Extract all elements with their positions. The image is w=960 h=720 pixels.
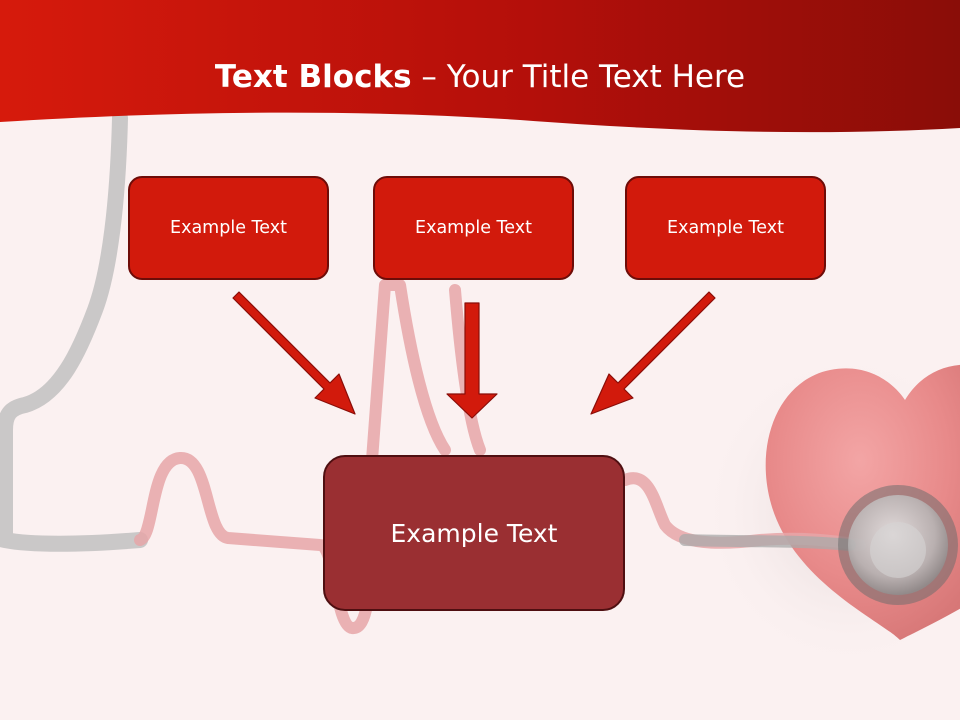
title-bold: Text Blocks: [214, 59, 412, 95]
header-band: [0, 0, 960, 133]
main-text-box-label: Example Text: [390, 518, 558, 548]
text-box-2-label: Example Text: [415, 218, 532, 238]
page-title: Text Blocks – Your Title Text Here: [0, 52, 960, 102]
text-box-3[interactable]: Example Text: [625, 176, 826, 280]
main-text-box[interactable]: Example Text: [323, 455, 625, 611]
text-box-3-label: Example Text: [667, 218, 784, 238]
title-rest: Your Title Text Here: [446, 59, 746, 95]
text-box-1[interactable]: Example Text: [128, 176, 329, 280]
title-dash: –: [411, 59, 447, 95]
text-box-1-label: Example Text: [170, 218, 287, 238]
text-box-2[interactable]: Example Text: [373, 176, 574, 280]
